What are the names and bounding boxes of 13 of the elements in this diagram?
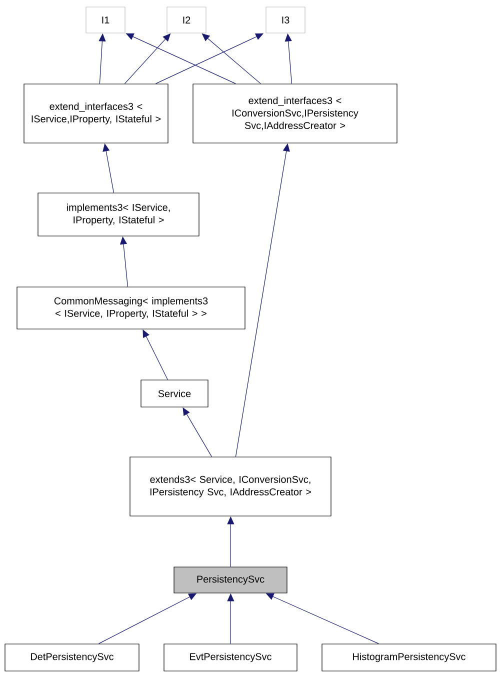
- class-box: CommonMessaging< implements3 < IService, IProperty, IStateful > >: [16, 286, 246, 330]
- class-box: extends3< Service, IConversionSvc, IPersistency Svc, IAddressCreator >: [130, 456, 332, 516]
- class-box: implements3< IService, IProperty, IStateful >: [38, 192, 200, 236]
- class-box: PersistencySvc: [174, 566, 288, 594]
- class-box: EvtPersistencySvc: [164, 644, 298, 672]
- class-box: extend_interfaces3 < IService,IProperty, IStateful >: [24, 84, 168, 144]
- class-box: HistogramPersistencySvc: [322, 644, 496, 672]
- class-box: DetPersistencySvc: [4, 644, 140, 672]
- class-box: Service: [140, 380, 208, 408]
- interface-box: I3: [266, 6, 306, 34]
- interface-box: I2: [166, 6, 206, 34]
- class-box: extend_interfaces3 < IConversionSvc,IPersistency Svc,IAddressCreator >: [192, 84, 398, 144]
- interface-box: I1: [86, 6, 126, 34]
